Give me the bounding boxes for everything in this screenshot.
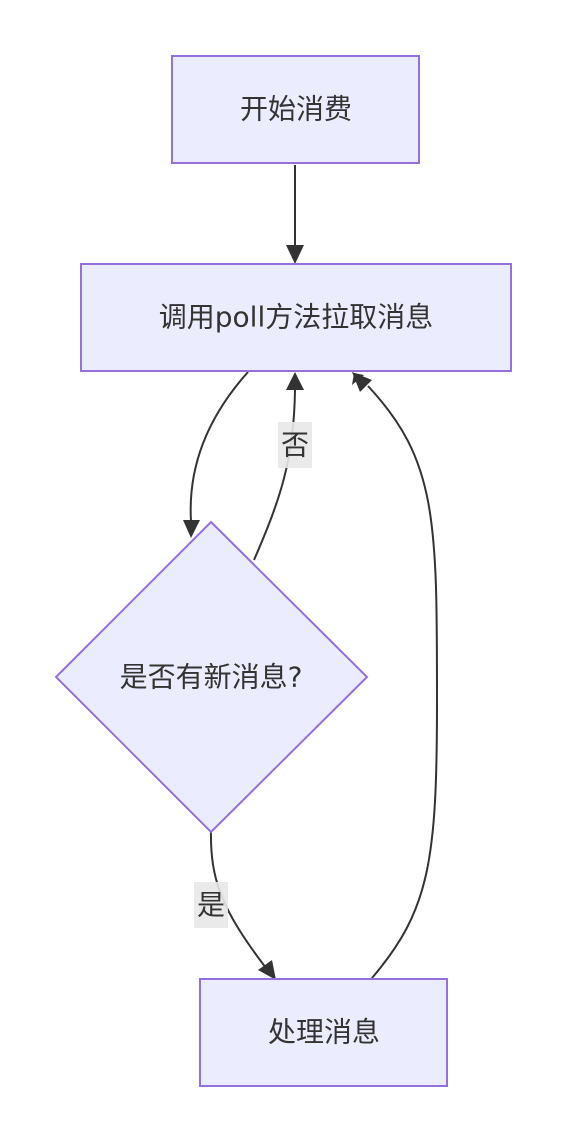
node-start: 开始消费 xyxy=(171,55,420,164)
node-decision-label: 是否有新消息? xyxy=(120,661,303,694)
edge-label-yes-text: 是 xyxy=(197,889,225,922)
edge-label-no: 否 xyxy=(278,422,312,468)
arrowhead-tip xyxy=(352,372,372,392)
node-poll-label: 调用poll方法拉取消息 xyxy=(159,301,433,334)
edge-label-yes: 是 xyxy=(194,882,228,928)
edge-decision-to-poll-no xyxy=(253,372,304,561)
node-process: 处理消息 xyxy=(199,978,448,1087)
edge-label-no-text: 否 xyxy=(281,429,309,462)
node-poll: 调用poll方法拉取消息 xyxy=(80,263,512,372)
arrowhead xyxy=(183,520,200,538)
edge-start-to-poll xyxy=(286,165,304,264)
edge-poll-to-decision xyxy=(183,371,249,538)
arrowhead xyxy=(258,960,276,980)
edge-process-to-poll xyxy=(352,372,439,979)
node-start-label: 开始消费 xyxy=(240,93,352,126)
node-decision: 是否有新消息? xyxy=(54,520,369,834)
arrowhead xyxy=(286,245,304,264)
arrowhead xyxy=(286,372,304,390)
node-process-label: 处理消息 xyxy=(268,1016,380,1049)
